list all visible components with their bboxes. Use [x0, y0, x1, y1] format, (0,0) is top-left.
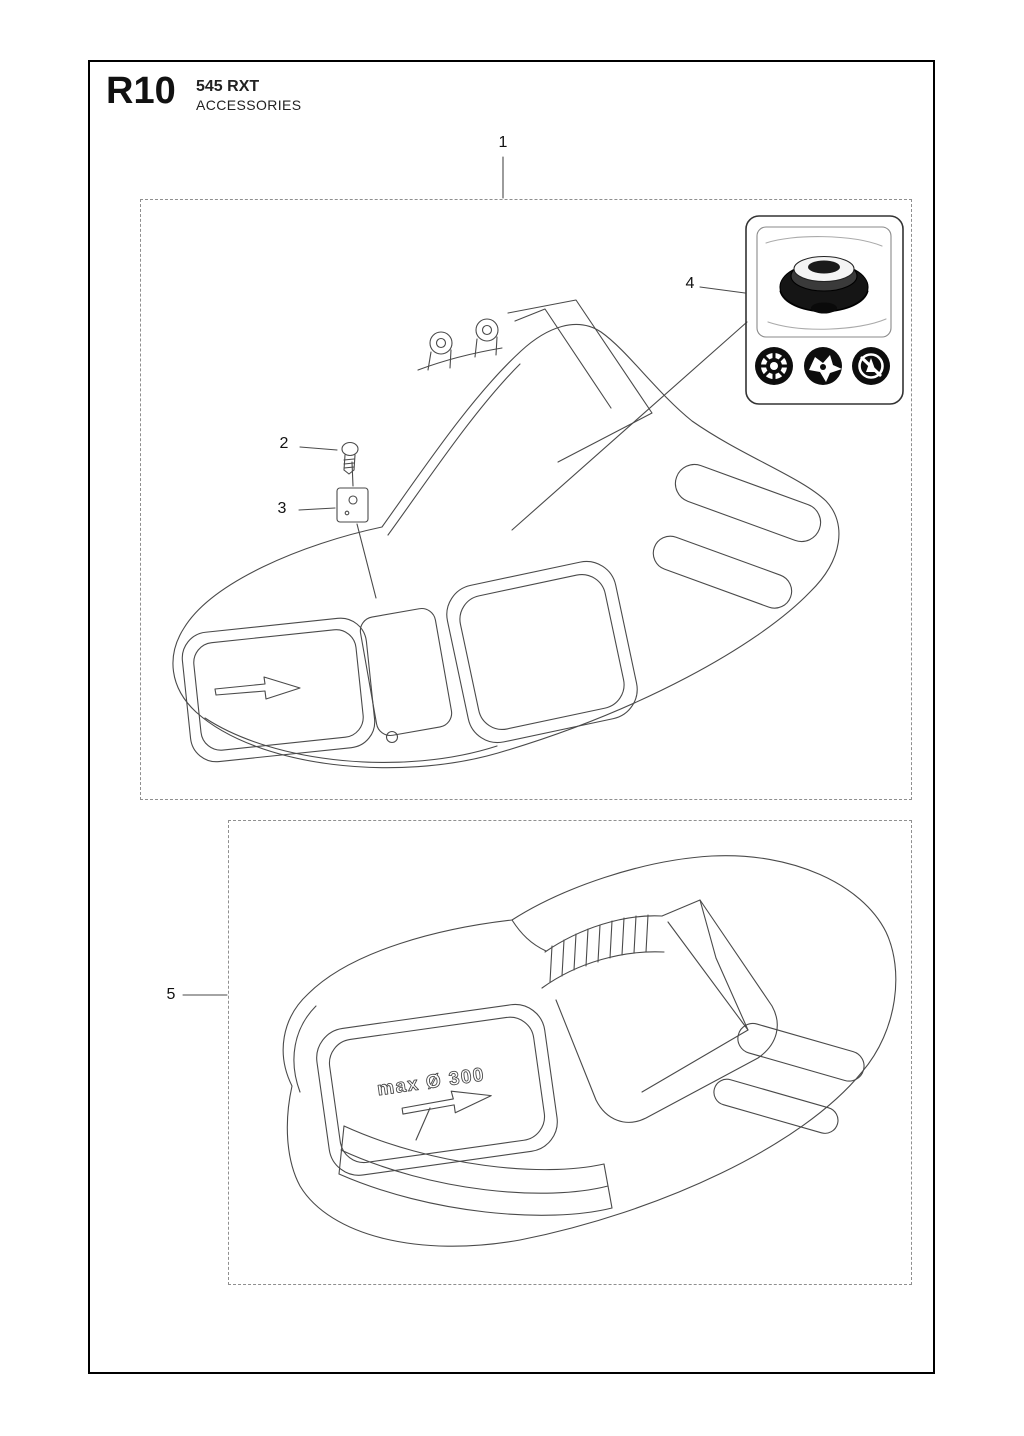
- inset-detail-box: [745, 215, 904, 405]
- usage-icon-row: [755, 347, 890, 385]
- part1-group-box: [140, 199, 912, 800]
- guard-drawing-2: max Ø 300: [282, 855, 897, 1247]
- trimmer-head-drawing: [779, 255, 869, 314]
- callout-3: 3: [277, 500, 287, 517]
- prohibition-icon: [852, 347, 890, 385]
- guard-drawing-1: [172, 299, 840, 769]
- callout-1: 1: [498, 134, 508, 151]
- callout-4: 4: [685, 275, 695, 292]
- direction-arrow-2: [401, 1090, 492, 1115]
- section-title: ACCESSORIES: [196, 97, 302, 113]
- section-code: R10: [106, 70, 176, 112]
- model-name: 545 RXT: [196, 78, 260, 95]
- leader-lines: [182, 156, 748, 996]
- callout-5: 5: [166, 986, 176, 1003]
- mounting-eyelets-drawing: [417, 318, 503, 371]
- blade-icon: [804, 347, 842, 385]
- screw-drawing: [341, 441, 359, 475]
- plate-drawing: [336, 487, 369, 523]
- spline-hub-icon: [755, 347, 793, 385]
- direction-arrow-1: [214, 676, 301, 700]
- part5-group-box: [228, 820, 912, 1285]
- callout-2: 2: [279, 435, 289, 452]
